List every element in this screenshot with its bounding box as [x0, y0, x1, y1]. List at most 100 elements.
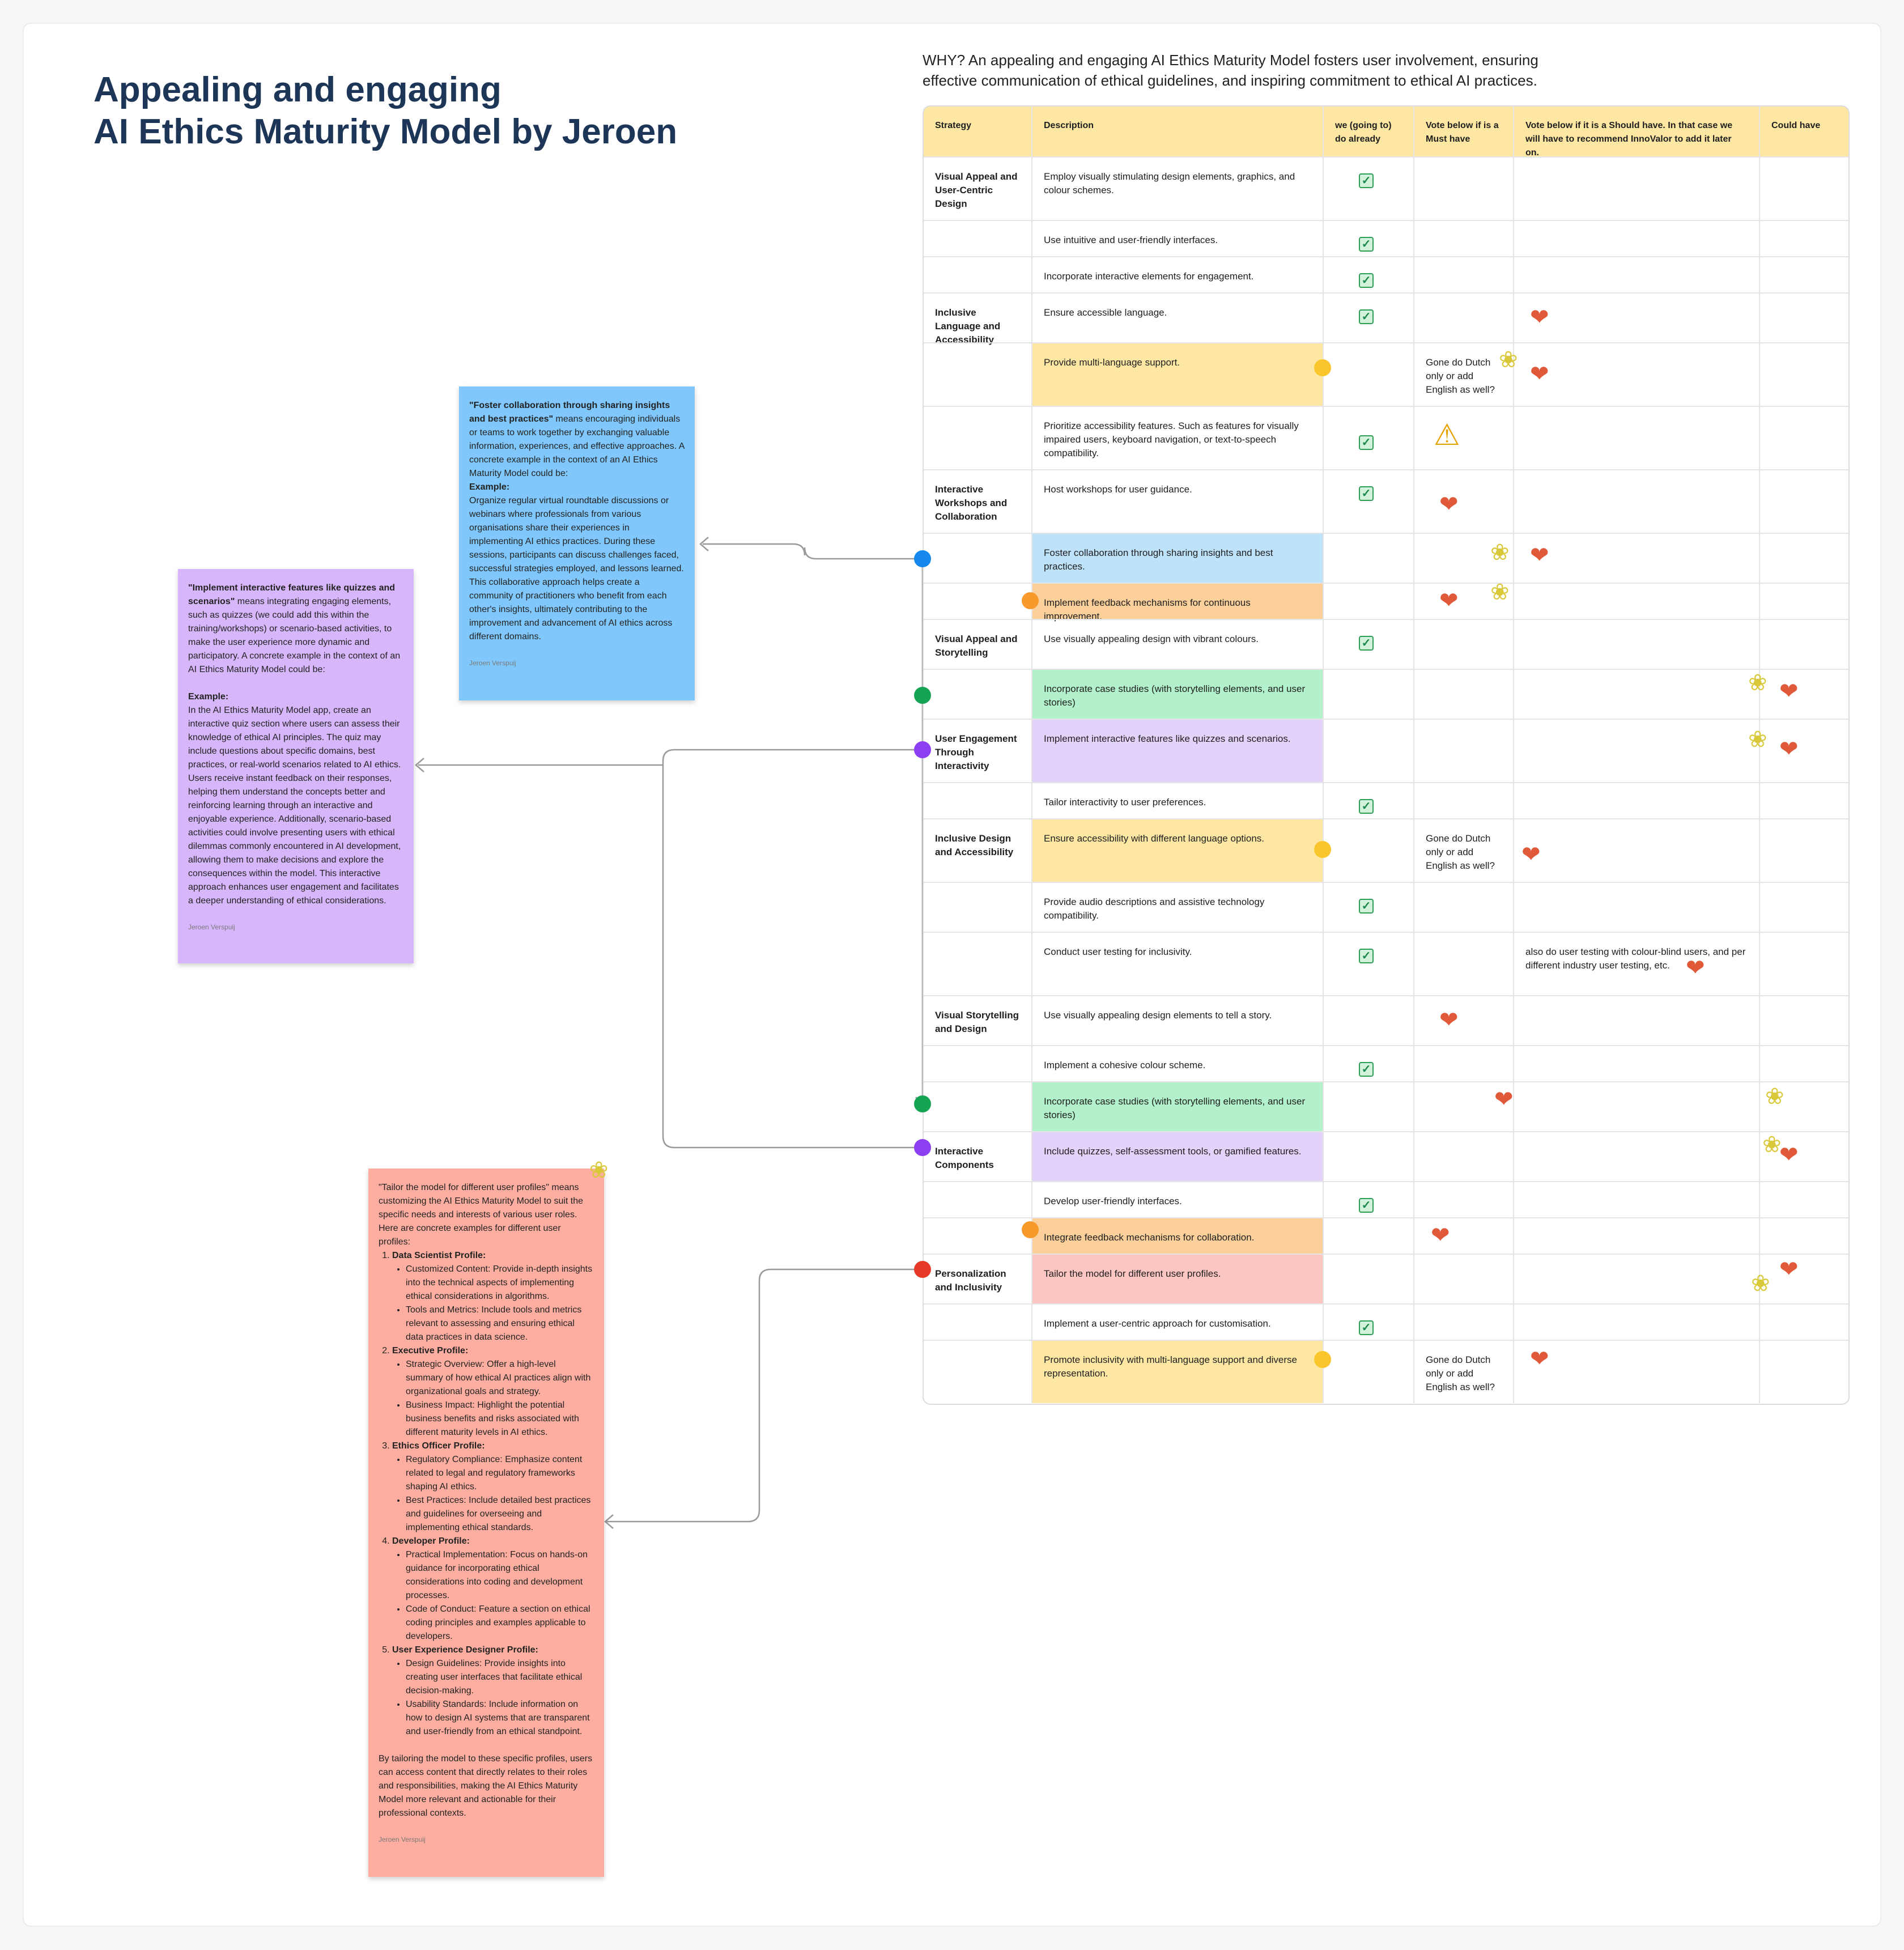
- checkbox-icon[interactable]: ✓: [1359, 899, 1374, 914]
- should-cell: [1513, 720, 1759, 782]
- profile-detail: Code of Conduct: Feature a section on et…: [406, 1603, 594, 1643]
- connector-dot[interactable]: [914, 687, 931, 704]
- must-cell: [1413, 996, 1513, 1045]
- checkbox-icon[interactable]: ✓: [1359, 435, 1374, 450]
- profile-detail: Usability Standards: Include information…: [406, 1698, 594, 1739]
- should-cell: [1513, 1341, 1759, 1403]
- strategy-cell: [924, 257, 1031, 292]
- cherries-icon: ❀: [1748, 670, 1767, 695]
- checkbox-icon[interactable]: ✓: [1359, 173, 1374, 188]
- checkbox-icon[interactable]: ✓: [1359, 486, 1374, 501]
- description-cell: Implement interactive features like quiz…: [1031, 720, 1323, 782]
- strategy-cell: [924, 1182, 1031, 1217]
- profile-name: Ethics Officer Profile:: [392, 1441, 485, 1451]
- checkbox-icon[interactable]: ✓: [1359, 799, 1374, 814]
- could-cell: [1759, 720, 1848, 782]
- strategy-cell: Visual Appeal and Storytelling: [935, 634, 1018, 658]
- sticky-note-interactive-features[interactable]: "Implement interactive features like qui…: [178, 569, 414, 963]
- strategy-cell: Visual Appeal and User-Centric Design: [935, 171, 1018, 209]
- description-cell: Prioritize accessibility features. Such …: [1031, 407, 1323, 469]
- checkbox-icon[interactable]: ✓: [1359, 636, 1374, 651]
- sticky-note-user-profiles[interactable]: "Tailor the model for different user pro…: [368, 1169, 604, 1877]
- column-header-could: Could have: [1759, 107, 1848, 156]
- sticky-note-foster-collaboration[interactable]: "Foster collaboration through sharing in…: [459, 386, 695, 700]
- heart-hands-icon: ❤: [1530, 543, 1549, 568]
- sticky-purple-example-label: Example:: [188, 692, 229, 702]
- profile-item: Data Scientist Profile:Customized Conten…: [392, 1249, 594, 1344]
- checkbox-icon[interactable]: ✓: [1359, 309, 1374, 324]
- checkbox-icon[interactable]: ✓: [1359, 949, 1374, 963]
- profile-detail-list: Strategic Overview: Offer a high-level s…: [392, 1358, 594, 1439]
- connector-dot[interactable]: [1314, 1351, 1331, 1368]
- cherries-icon: ❀: [1751, 1271, 1770, 1296]
- sticky-blue-body: means encouraging individuals or teams t…: [469, 414, 685, 478]
- connector-dot[interactable]: [914, 741, 931, 758]
- description-cell: Tailor the model for different user prof…: [1031, 1255, 1323, 1303]
- heart-hands-icon: ❤: [1530, 1346, 1549, 1371]
- checkbox-icon[interactable]: ✓: [1359, 1320, 1374, 1335]
- must-cell: [1413, 783, 1513, 818]
- heart-hands-icon: ❤: [1522, 842, 1541, 867]
- column-header-strategy: Strategy: [935, 121, 972, 130]
- checkbox-icon[interactable]: ✓: [1359, 273, 1374, 288]
- should-cell: [1513, 584, 1759, 619]
- could-cell: [1759, 1082, 1848, 1131]
- already-cell: [1323, 883, 1413, 932]
- strategy-cell: Inclusive Design and Accessibility: [935, 833, 1014, 857]
- heart-hands-icon: ❤: [1530, 362, 1549, 386]
- cherries-icon: ❀: [589, 1158, 609, 1183]
- must-cell: [1413, 1132, 1513, 1181]
- heart-hands-icon: ❤: [1439, 492, 1459, 517]
- checkbox-icon[interactable]: ✓: [1359, 237, 1374, 252]
- profile-name: User Experience Designer Profile:: [392, 1645, 538, 1655]
- strategy-cell: Personalization and Inclusivity: [935, 1268, 1006, 1293]
- connector-dot[interactable]: [1314, 841, 1331, 858]
- profile-detail-list: Practical Implementation: Focus on hands…: [392, 1548, 594, 1643]
- connector-dot[interactable]: [914, 1139, 931, 1156]
- heart-hands-icon: ❤: [1494, 1087, 1514, 1112]
- connector-dot[interactable]: [1022, 592, 1039, 609]
- connector-dot[interactable]: [914, 1261, 931, 1278]
- profile-detail: Tools and Metrics: Include tools and met…: [406, 1303, 594, 1344]
- must-cell: Gone do Dutch only or add English as wel…: [1413, 1341, 1513, 1403]
- should-cell: [1513, 883, 1759, 932]
- could-cell: [1759, 584, 1848, 619]
- connector-dot[interactable]: [1314, 359, 1331, 376]
- already-cell: [1323, 933, 1413, 995]
- table-row: Incorporate case studies (with storytell…: [924, 669, 1848, 719]
- should-cell: [1513, 158, 1759, 220]
- should-cell: [1513, 1132, 1759, 1181]
- could-cell: [1759, 1218, 1848, 1254]
- already-cell: [1323, 783, 1413, 818]
- column-header-must: Vote below if is a Must have: [1413, 107, 1513, 156]
- table-row: Provide audio descriptions and assistive…: [924, 882, 1848, 932]
- strategy-cell: [924, 343, 1031, 406]
- could-cell: [1759, 996, 1848, 1045]
- connector-dot[interactable]: [914, 550, 931, 567]
- description-cell: Ensure accessibility with different lang…: [1031, 819, 1323, 882]
- column-header-should: Vote below if it is a Should have. In th…: [1513, 107, 1759, 158]
- strategy-cell: [924, 1218, 1031, 1254]
- sticky-purple-lead: "Implement interactive features like qui…: [188, 583, 396, 606]
- strategy-cell: Interactive Workshops and Collaboration: [935, 484, 1008, 522]
- cherries-icon: ❀: [1490, 540, 1510, 565]
- already-cell: [1323, 819, 1413, 882]
- could-cell: [1759, 343, 1848, 406]
- connector-dot[interactable]: [914, 1095, 931, 1112]
- sticky-red-intro: "Tailor the model for different user pro…: [379, 1183, 584, 1247]
- checkbox-icon[interactable]: ✓: [1359, 1198, 1374, 1213]
- profile-detail: Design Guidelines: Provide insights into…: [406, 1657, 594, 1698]
- profile-detail: Customized Content: Provide in-depth ins…: [406, 1263, 594, 1303]
- column-header-already: we (going to) do already: [1323, 107, 1413, 156]
- checkbox-icon[interactable]: ✓: [1359, 1062, 1374, 1077]
- must-cell: [1413, 407, 1513, 469]
- connector-dot[interactable]: [1022, 1221, 1039, 1238]
- why-statement: WHY? An appealing and engaging AI Ethics…: [923, 52, 1538, 89]
- already-cell: [1323, 407, 1413, 469]
- strategy-cell: [924, 584, 1031, 619]
- could-cell: [1759, 470, 1848, 533]
- profile-name: Executive Profile:: [392, 1346, 469, 1356]
- table-row: Conduct user testing for inclusivity.als…: [924, 932, 1848, 995]
